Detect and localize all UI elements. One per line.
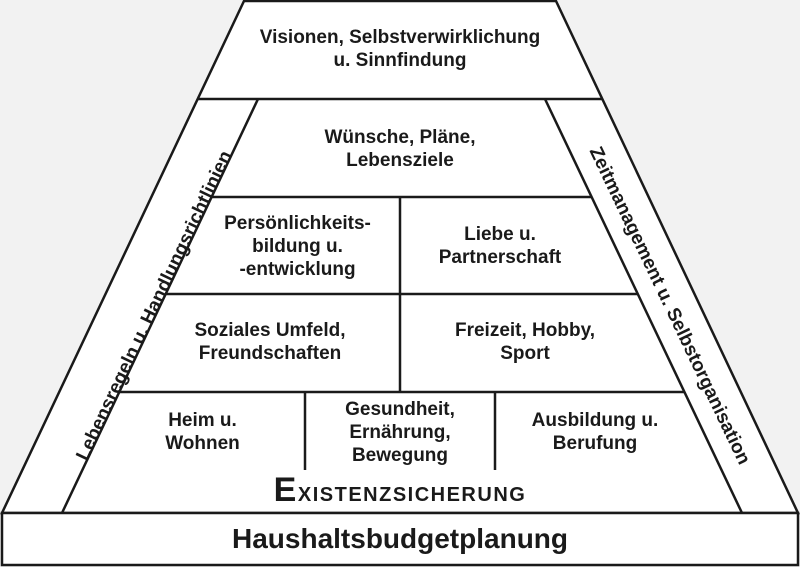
- level3-left-label: Persönlichkeits- bildung u. -entwicklung: [224, 212, 371, 280]
- apex-label: Visionen, Selbstverwirklichung u. Sinnfi…: [259, 27, 541, 71]
- level5-left-label: Heim u. Wohnen: [165, 410, 240, 454]
- base-slab: [0, 511, 800, 567]
- level3-right-label: Liebe u. Partnerschaft: [438, 224, 562, 268]
- right-pillar-edge: [543, 98, 744, 514]
- level5-right-label: Ausbildung u. Berufung: [531, 410, 659, 454]
- left-pillar-edge: [60, 98, 260, 514]
- level5-middle-label: Gesundheit, Ernährung, Bewegung: [345, 398, 455, 466]
- existence-label: Existenzsicherung: [273, 471, 527, 509]
- level4-right-label: Freizeit, Hobby, Sport: [454, 320, 596, 364]
- level2-label: Wünsche, Pläne, Lebensziele: [324, 127, 476, 171]
- level4-left-label: Soziales Umfeld, Freundschaften: [194, 320, 346, 364]
- base-label: Haushaltsbudgetplanung: [232, 523, 568, 554]
